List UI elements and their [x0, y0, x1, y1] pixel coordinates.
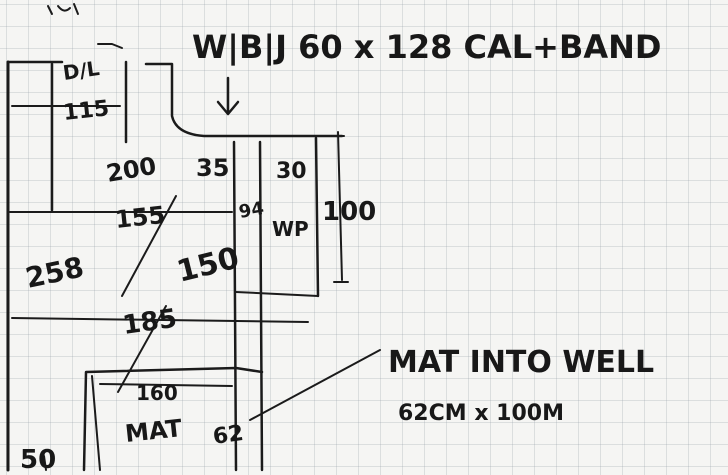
mat-size: 62CM x 100M: [398, 401, 564, 426]
mat-leader-line: [249, 349, 381, 421]
label-mat: MAT: [124, 414, 184, 448]
mat-inner-edge: [91, 375, 101, 471]
diagonal-ticks: [117, 195, 177, 393]
dim-tick-50: [43, 455, 47, 471]
door-swing: [97, 43, 123, 49]
label-d-l: D/L: [61, 56, 101, 85]
label-150: 150: [173, 241, 242, 290]
label-185: 185: [121, 304, 179, 341]
vertical-wall-b: [258, 140, 264, 472]
label-50: 50: [20, 445, 56, 475]
top-scribble: [47, 3, 79, 15]
mat-note: MAT INTO WELL: [388, 345, 654, 380]
recess-bottom-wall: [235, 291, 319, 297]
label-200: 200: [104, 152, 158, 188]
top-wall-right: [144, 62, 344, 138]
down-arrow: [216, 76, 240, 116]
dim-line-100: [331, 131, 349, 283]
label-94: 94: [237, 198, 265, 223]
label-wp: WP: [272, 217, 309, 241]
label-35: 35: [196, 154, 229, 182]
right-inner-wall: [314, 136, 320, 298]
label-115: 115: [62, 96, 110, 126]
dim-line-185: [11, 317, 309, 323]
mat-dim-line: [99, 383, 233, 387]
label-258: 258: [23, 250, 87, 294]
vertical-wall-a: [232, 140, 238, 472]
mat-outline: [82, 366, 264, 472]
label-100: 100: [322, 197, 376, 227]
label-30: 30: [276, 159, 307, 184]
label-62: 62: [211, 421, 245, 450]
label-160: 160: [136, 381, 178, 405]
window-spec: W|B|J 60 x 128 CAL+BAND: [192, 28, 661, 67]
label-155: 155: [114, 201, 167, 234]
